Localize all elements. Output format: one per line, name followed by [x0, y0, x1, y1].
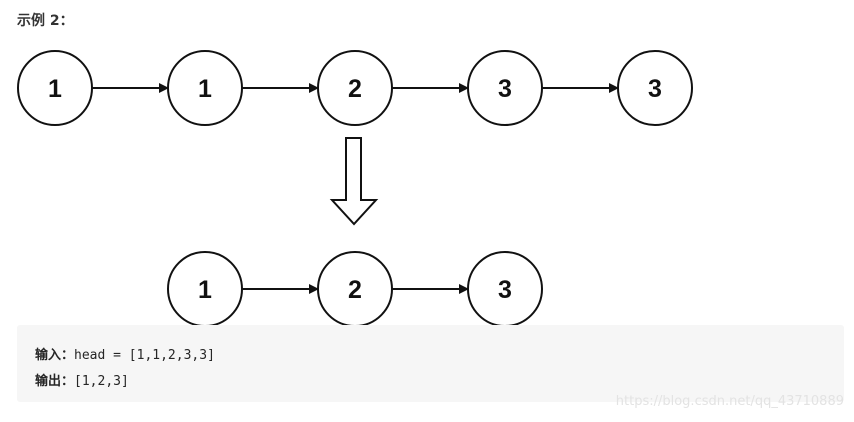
- input-list-row: 1 1 2 3 3: [17, 50, 693, 126]
- output-node: 1: [167, 251, 243, 327]
- watermark: https://blog.csdn.net/qq_43710889: [615, 394, 844, 409]
- input-node: 3: [617, 50, 693, 126]
- output-node-value: 1: [198, 276, 212, 304]
- input-node: 1: [17, 50, 93, 126]
- output-node: 2: [317, 251, 393, 327]
- input-node-value: 1: [198, 75, 212, 103]
- output-value: [1,2,3]: [74, 374, 129, 389]
- example-code-block: 输入：head = [1,1,2,3,3] 输出：[1,2,3]: [17, 325, 844, 402]
- input-node: 3: [467, 50, 543, 126]
- input-label: 输入：: [35, 348, 75, 363]
- input-node: 1: [167, 50, 243, 126]
- input-node-value: 2: [348, 75, 362, 103]
- input-line: 输入：head = [1,1,2,3,3]: [35, 344, 215, 363]
- linked-list-diagram: 1 1 2 3 3 1 2 3: [17, 50, 693, 327]
- output-label: 输出：: [35, 374, 75, 389]
- input-value: head = [1,1,2,3,3]: [74, 348, 215, 363]
- output-node: 3: [467, 251, 543, 327]
- output-node-value: 3: [498, 276, 512, 304]
- output-list-row: 1 2 3: [167, 251, 543, 327]
- input-node-value: 3: [648, 75, 662, 103]
- input-node-value: 1: [48, 75, 62, 103]
- transform-down-arrow: [329, 137, 379, 226]
- example-heading: 示例 2：: [17, 13, 74, 29]
- output-node-value: 2: [348, 276, 362, 304]
- input-node: 2: [317, 50, 393, 126]
- output-line: 输出：[1,2,3]: [35, 370, 129, 389]
- input-node-circle: [617, 50, 693, 126]
- input-node-value: 3: [498, 75, 512, 103]
